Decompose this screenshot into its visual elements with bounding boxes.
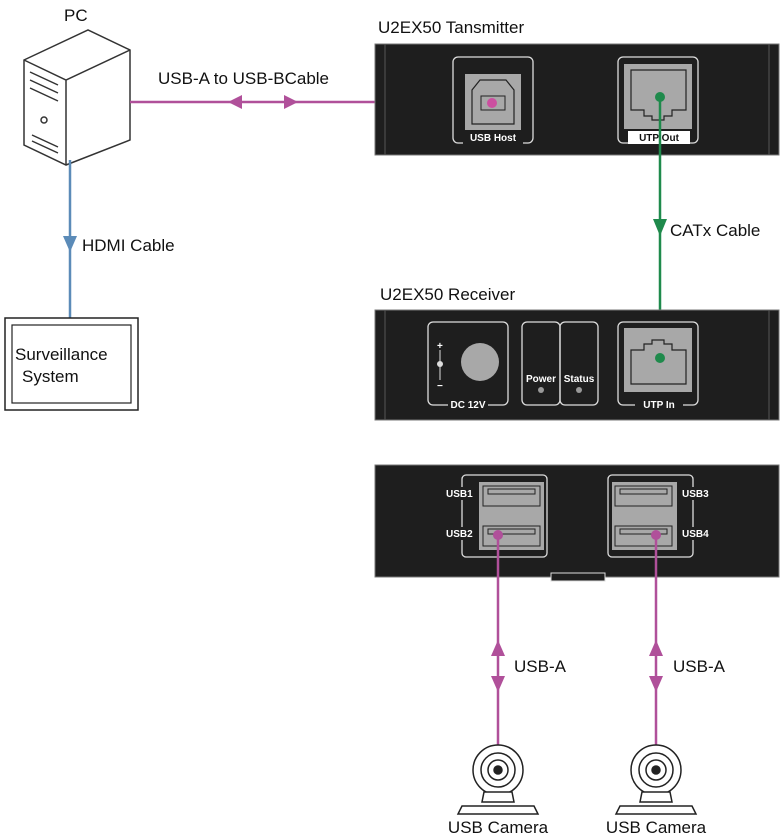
camera-label-right: USB Camera [606, 818, 707, 837]
camera-icon [456, 744, 540, 815]
usb3-port[interactable] [614, 485, 673, 507]
surveillance-line1: Surveillance [15, 345, 108, 364]
svg-text:+: + [437, 341, 443, 352]
catx-cable-label: CATx Cable [670, 221, 760, 240]
usb3-label: USB3 [682, 489, 709, 500]
usb-a-cable-left [491, 530, 505, 745]
camera-icon [614, 744, 698, 815]
power-led [538, 387, 544, 393]
hdmi-arrow-icon [63, 236, 77, 252]
catx-arrow-icon [653, 219, 667, 236]
usb1-label: USB1 [446, 489, 473, 500]
usb4-port[interactable] [614, 525, 673, 547]
usb4-label: USB4 [682, 529, 709, 540]
receiver-device: + − DC 12V Power Status UTP In [374, 309, 780, 421]
dc-label: DC 12V [450, 400, 485, 411]
pc-tower-icon [23, 29, 131, 166]
usb-a-cable-right [649, 530, 663, 745]
usb2-label: USB2 [446, 529, 473, 540]
usb2-port[interactable] [482, 525, 541, 547]
camera-label-left: USB Camera [448, 818, 549, 837]
usb1-port[interactable] [482, 485, 541, 507]
svg-text:−: − [437, 381, 443, 392]
status-label: Status [564, 374, 595, 385]
usb-ab-arrows-icon [228, 95, 298, 109]
receiver-usb-panel: USB1 USB2 USB3 USB4 [374, 464, 780, 582]
receiver-title: U2EX50 Receiver [380, 285, 515, 304]
usb-host-label: USB Host [470, 133, 517, 144]
surveillance-line2: System [22, 367, 79, 386]
power-label: Power [526, 374, 556, 385]
transmitter-title: U2EX50 Tansmitter [378, 18, 524, 37]
hdmi-cable-label: HDMI Cable [82, 236, 175, 255]
surveillance-system-box [4, 317, 139, 411]
transmitter-device: USB Host UTP Out [374, 43, 780, 156]
status-led [576, 387, 582, 393]
usb-a-label-left: USB-A [514, 657, 567, 676]
usb-a-label-right: USB-A [673, 657, 726, 676]
utp-in-label: UTP In [643, 400, 674, 411]
dc-power-jack[interactable] [461, 343, 499, 381]
usb-ab-cable-label: USB-A to USB-BCable [158, 69, 329, 88]
pc-label: PC [64, 6, 88, 25]
